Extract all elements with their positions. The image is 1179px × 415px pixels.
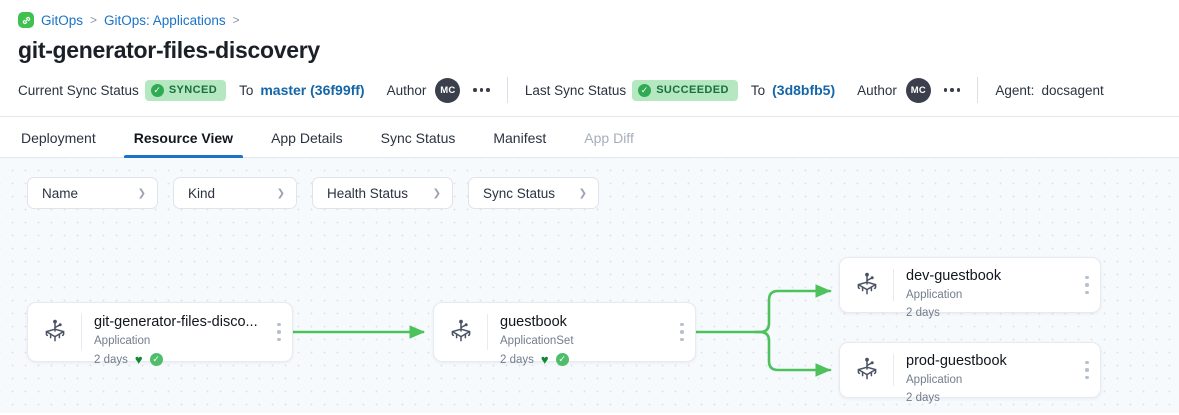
avatar[interactable]: MC — [435, 77, 461, 103]
filter-sync-status-label: Sync Status — [483, 185, 556, 201]
argocd-application-icon — [28, 303, 81, 361]
check-circle-icon: ✓ — [555, 353, 569, 367]
graph-node-age: 2 days — [906, 307, 940, 320]
breadcrumb-separator: > — [90, 13, 98, 27]
graph-node-title: prod-guestbook — [906, 353, 1007, 369]
current-sync-status-badge-text: SYNCED — [168, 84, 218, 96]
resource-graph-canvas[interactable]: Name ❯ Kind ❯ Health Status ❯ Sync Statu… — [0, 158, 1179, 413]
chevron-down-icon: ❯ — [578, 187, 587, 199]
tab-resource-view[interactable]: Resource View — [115, 130, 252, 158]
graph-node-menu-icon[interactable] — [1074, 258, 1100, 312]
graph-node-title: git-generator-files-disco... — [94, 314, 258, 330]
argocd-applicationset-icon — [434, 303, 487, 361]
last-sync-status-label: Last Sync Status — [524, 82, 627, 98]
graph-node-meta: 2 days — [906, 392, 1074, 404]
check-circle-icon: ✓ — [149, 353, 163, 367]
divider — [893, 354, 894, 386]
graph-node-title: guestbook — [500, 314, 567, 330]
tab-app-details[interactable]: App Details — [271, 130, 343, 146]
graph-node-git-generator-files-discovery[interactable]: git-generator-files-disco... Application… — [27, 302, 293, 367]
tab-bar: Deployment Resource View App Details Syn… — [0, 117, 1179, 158]
graph-node-kind: Application — [906, 374, 963, 387]
filter-name-label: Name — [42, 185, 79, 201]
agent-value: docsagent — [1041, 82, 1104, 98]
graph-node-dev-guestbook[interactable]: dev-guestbook Application 2 days — [839, 257, 1101, 319]
chevron-down-icon: ❯ — [276, 187, 285, 199]
edge-appset-to-dev — [754, 284, 832, 334]
divider — [893, 269, 894, 301]
graph-node-menu-icon[interactable] — [669, 303, 695, 361]
tab-app-diff: App Diff — [584, 130, 634, 146]
graph-node-menu-icon[interactable] — [266, 303, 292, 361]
agent-label: Agent: — [995, 82, 1035, 98]
graph-node-kind: Application — [94, 335, 151, 348]
tab-sync-status[interactable]: Sync Status — [380, 130, 456, 146]
tab-deployment[interactable]: Deployment — [21, 130, 96, 146]
graph-node-prod-guestbook[interactable]: prod-guestbook Application 2 days — [839, 342, 1101, 404]
status-bar: Current Sync Status ✓ SYNCED To master (… — [0, 64, 1179, 117]
graph-node-kind: Application — [906, 289, 963, 302]
divider — [487, 314, 488, 350]
heart-icon: ♥ — [134, 352, 143, 368]
last-sync-status-badge: ✓ SUCCEEDED — [632, 79, 738, 101]
graph-node-kind: ApplicationSet — [500, 335, 574, 348]
current-author-label: Author — [386, 82, 427, 98]
filter-sync-status[interactable]: Sync Status ❯ — [468, 177, 599, 209]
last-to-label: To — [750, 82, 766, 98]
filter-health-status[interactable]: Health Status ❯ — [312, 177, 453, 209]
breadcrumb-separator: > — [232, 13, 240, 27]
graph-node-body: dev-guestbook Application 2 days — [894, 258, 1074, 319]
filter-name[interactable]: Name ❯ — [27, 177, 158, 209]
edge-appset-to-prod — [754, 330, 832, 377]
current-sync-status-label: Current Sync Status — [18, 82, 139, 98]
divider — [977, 77, 979, 103]
page-title: git-generator-files-discovery — [18, 37, 320, 63]
filter-bar: Name ❯ Kind ❯ Health Status ❯ Sync Statu… — [27, 177, 599, 209]
argocd-application-icon — [840, 258, 893, 312]
chevron-down-icon: ❯ — [432, 187, 441, 199]
current-to-label: To — [239, 82, 254, 98]
graph-node-body: prod-guestbook Application 2 days — [894, 343, 1074, 404]
graph-node-age: 2 days — [94, 353, 128, 366]
check-circle-icon: ✓ — [638, 83, 652, 97]
graph-node-title: dev-guestbook — [906, 268, 1002, 284]
graph-node-age: 2 days — [500, 353, 534, 366]
graph-edges — [293, 284, 832, 377]
gitops-logo-icon — [18, 12, 34, 28]
graph-node-meta: 2 days ♥ ✓ — [94, 352, 266, 368]
filter-health-status-label: Health Status — [327, 185, 409, 201]
heart-icon: ♥ — [540, 352, 549, 368]
check-circle-icon: ✓ — [150, 83, 164, 97]
argocd-application-icon — [840, 343, 893, 397]
filter-kind-label: Kind — [188, 185, 216, 201]
more-horizontal-icon[interactable] — [943, 88, 961, 92]
breadcrumb: GitOps > GitOps: Applications > — [0, 0, 1179, 28]
more-horizontal-icon[interactable] — [473, 88, 490, 92]
graph-node-body: guestbook ApplicationSet 2 days ♥ ✓ — [488, 303, 669, 367]
graph-node-meta: 2 days ♥ ✓ — [500, 352, 669, 368]
last-sync-status-badge-text: SUCCEEDED — [656, 84, 729, 96]
current-revision-link[interactable]: master (36f99ff) — [260, 82, 365, 98]
breadcrumb-item-applications[interactable]: GitOps: Applications — [104, 12, 226, 28]
graph-node-body: git-generator-files-disco... Application… — [82, 303, 266, 367]
current-sync-status-badge: ✓ SYNCED — [144, 79, 227, 101]
avatar[interactable]: MC — [905, 77, 931, 103]
filter-kind[interactable]: Kind ❯ — [173, 177, 297, 209]
graph-node-menu-icon[interactable] — [1074, 343, 1100, 397]
chevron-down-icon: ❯ — [137, 187, 146, 199]
graph-node-age: 2 days — [906, 392, 940, 405]
last-revision-link[interactable]: (3d8bfb5) — [772, 82, 836, 98]
tab-manifest[interactable]: Manifest — [493, 130, 547, 146]
divider — [506, 77, 508, 103]
divider — [81, 314, 82, 350]
graph-node-guestbook[interactable]: guestbook ApplicationSet 2 days ♥ ✓ — [433, 302, 696, 367]
last-author-label: Author — [857, 82, 897, 98]
graph-node-meta: 2 days — [906, 307, 1074, 319]
breadcrumb-item-gitops[interactable]: GitOps — [41, 12, 84, 28]
